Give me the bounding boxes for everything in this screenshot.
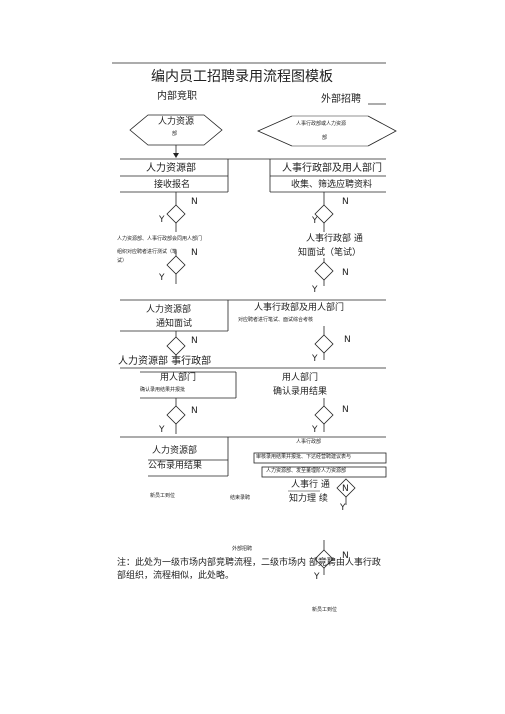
decision-diamond-right-2 [314, 261, 334, 281]
label-n: N [342, 268, 349, 278]
note-line1: 注：此处为一级市场内部竞聘流程，二级市场内 部竞聘由人事行政 [117, 558, 381, 568]
box-left3-sub: 通知面试 [156, 319, 193, 329]
box-left3-title: 人力资源部 [146, 305, 192, 315]
left-hex-line1: 人力资源 [158, 117, 195, 127]
box-right3-title: 人事行政部及用人部门 [254, 303, 345, 313]
label-n: N [342, 551, 349, 561]
right-hex-line1: 人事行政部或人力资源 [296, 121, 347, 127]
label-y: Y [312, 354, 318, 364]
label-n: N [191, 406, 198, 416]
label-n: N [342, 405, 349, 415]
bottom-left-b: 结束录聘 [230, 495, 251, 501]
bottom-right-line1: 人事行 通 [291, 480, 330, 490]
decision-diamond-left-1 [166, 204, 186, 224]
label-y: Y [312, 216, 318, 226]
decision-diamond-right-3 [314, 334, 334, 354]
label-n: N [191, 248, 198, 258]
label-y: Y [159, 215, 165, 225]
note-left2-line1: 人力资源部、人事行政部会同用人部门 [117, 236, 203, 242]
note-line2: 部组织，流程相似，此处略。 [117, 571, 235, 581]
right5-line2: 人力资源部、发至董理阶人力资源部 [266, 468, 347, 474]
box-left1-title: 人力资源部 [146, 163, 196, 174]
label-y: Y [159, 273, 165, 283]
box-left5-sub: 公布录用结果 [148, 461, 203, 471]
right5-line1: 审核录用结果并报批、下达经营聘建议表与 [256, 454, 352, 460]
decision-diamond-left-4 [166, 405, 186, 425]
box-right1-sub: 收集、筛选应聘资料 [291, 180, 373, 190]
external-title: 外部招聘 [321, 94, 361, 105]
bottom-final: 新员工到位 [312, 607, 338, 613]
box-right1-title: 人事行政部及用人部门 [282, 163, 382, 174]
box-right3-sub: 对应聘者进行笔试、面试综合考核 [238, 317, 314, 323]
note-left2-line2: 组织对应聘者进行测试（笔 [117, 249, 178, 255]
page-title: 编内员工招聘录用流程图模板 [151, 69, 333, 85]
note-left2-line3: 试） [117, 258, 128, 264]
box-right4-sub: 确认录用结果 [273, 387, 328, 397]
right-start-chevron [257, 115, 293, 147]
label-n: N [191, 197, 198, 207]
note-right2-line1: 人事行政部 通 [306, 234, 363, 244]
box-left5-title: 人力资源部 [152, 446, 198, 456]
internal-title: 内部竞职 [157, 91, 197, 102]
bottom-right-line2: 知力理 续 [289, 494, 328, 504]
label-y: Y [312, 425, 318, 435]
decision-diamond-left-3 [166, 336, 186, 356]
box-right4-title: 用人部门 [282, 373, 319, 383]
right-hex-line2: 部 [322, 135, 328, 141]
box-left4-title: 用人部门 [160, 373, 197, 383]
left-start-hexagon [129, 114, 223, 146]
label-y: Y [314, 572, 320, 582]
right5-box-2 [261, 466, 387, 478]
bottom-left-a: 新员工到位 [150, 493, 176, 499]
box-left4-sub: 确认录用结果并报批 [140, 387, 186, 393]
decision-diamond-right-4 [314, 405, 334, 425]
right5-title: 人事行政部 [296, 439, 322, 445]
label-n: N [342, 197, 349, 207]
note-right2-line2: 知面试（笔试） [298, 248, 362, 258]
decision-diamond-left-2 [166, 255, 186, 275]
external-note: 外部招聘 [232, 546, 253, 552]
label-n: N [344, 335, 351, 345]
box-left1-sub: 接收报名 [154, 180, 191, 190]
label-n: N [342, 484, 349, 494]
joint-line: 人力资源部 事行政部 [118, 356, 212, 367]
right5-box-1 [253, 452, 387, 464]
label-n: N [191, 336, 198, 346]
label-y: Y [340, 503, 346, 513]
label-y: Y [312, 285, 318, 295]
left-hex-line2: 部 [172, 131, 178, 137]
label-y: Y [159, 425, 165, 435]
